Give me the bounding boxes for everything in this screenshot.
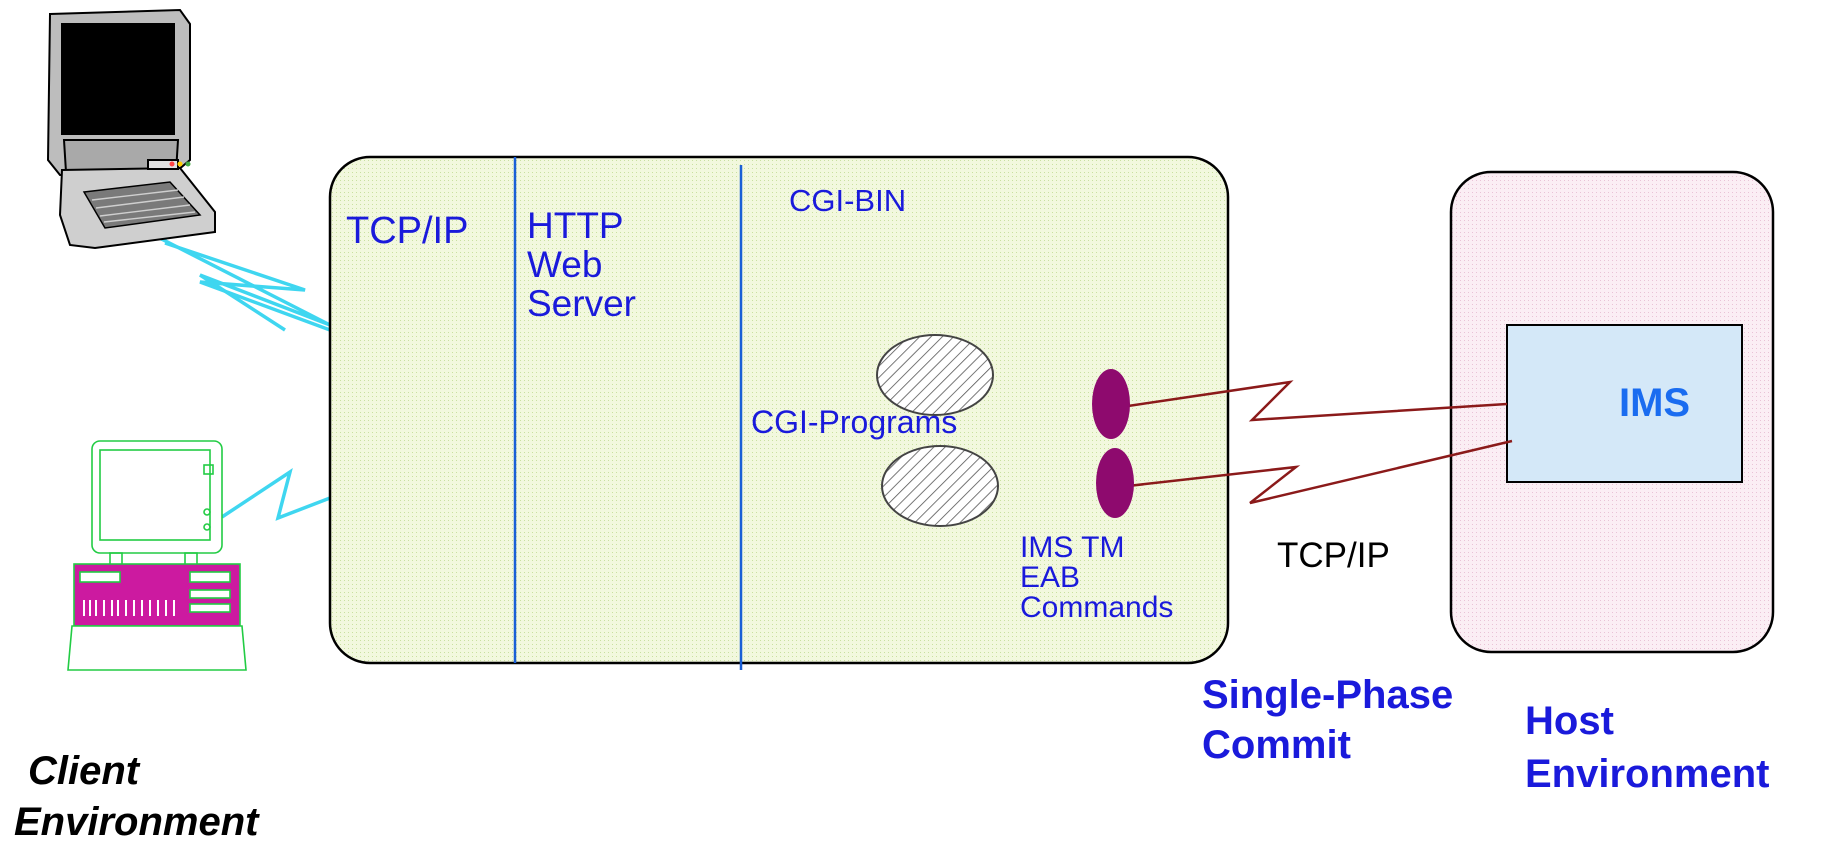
desktop-pc-icon <box>67 440 247 671</box>
laptop-link <box>139 226 331 332</box>
eab-connector-icon <box>1092 369 1130 439</box>
client-line-1: Client <box>28 749 140 793</box>
desktop-link-bolt <box>221 468 331 521</box>
eab-connector-icon <box>1096 448 1134 518</box>
laptop-icon <box>46 8 216 250</box>
host-line-2: Environment <box>1525 751 1770 796</box>
eab-commands-label: IMS TM EAB Commands <box>1020 533 1173 623</box>
http-line-1: HTTP <box>527 205 624 246</box>
server-tcpip-label: TCP/IP <box>346 210 469 252</box>
connection-tcpip-label: TCP/IP <box>1277 536 1390 575</box>
client-caption: Client Environment <box>14 746 258 848</box>
commit-line-2: Commit <box>1202 723 1351 767</box>
ims-box <box>1506 324 1743 483</box>
cgi-program-icon <box>881 445 999 527</box>
http-line-3: Server <box>527 282 636 324</box>
host-caption: Host Environment <box>1525 695 1769 801</box>
cgi-bin-label: CGI-BIN <box>789 183 907 218</box>
laptop-link-bolt <box>164 241 331 332</box>
eab-line-1: IMS TM <box>1020 531 1125 564</box>
http-web-server-label: HTTP Web Server <box>527 205 636 324</box>
http-line-2: Web <box>527 243 603 285</box>
commit-line-1: Single-Phase <box>1202 673 1454 717</box>
eab-line-3: Commands <box>1020 591 1174 624</box>
web-server-box <box>328 155 1230 665</box>
ims-wire-top <box>1127 380 1508 422</box>
ims-wire-bottom <box>1127 439 1513 505</box>
eab-line-2: EAB <box>1020 561 1081 594</box>
ims-label: IMS <box>1619 381 1691 425</box>
client-line-2: Environment <box>14 800 259 845</box>
commit-caption: Single-Phase Commit <box>1202 670 1453 770</box>
cgi-programs-label: CGI-Programs <box>751 404 958 440</box>
host-line-1: Host <box>1525 699 1614 743</box>
cgi-program-icon <box>876 334 994 416</box>
